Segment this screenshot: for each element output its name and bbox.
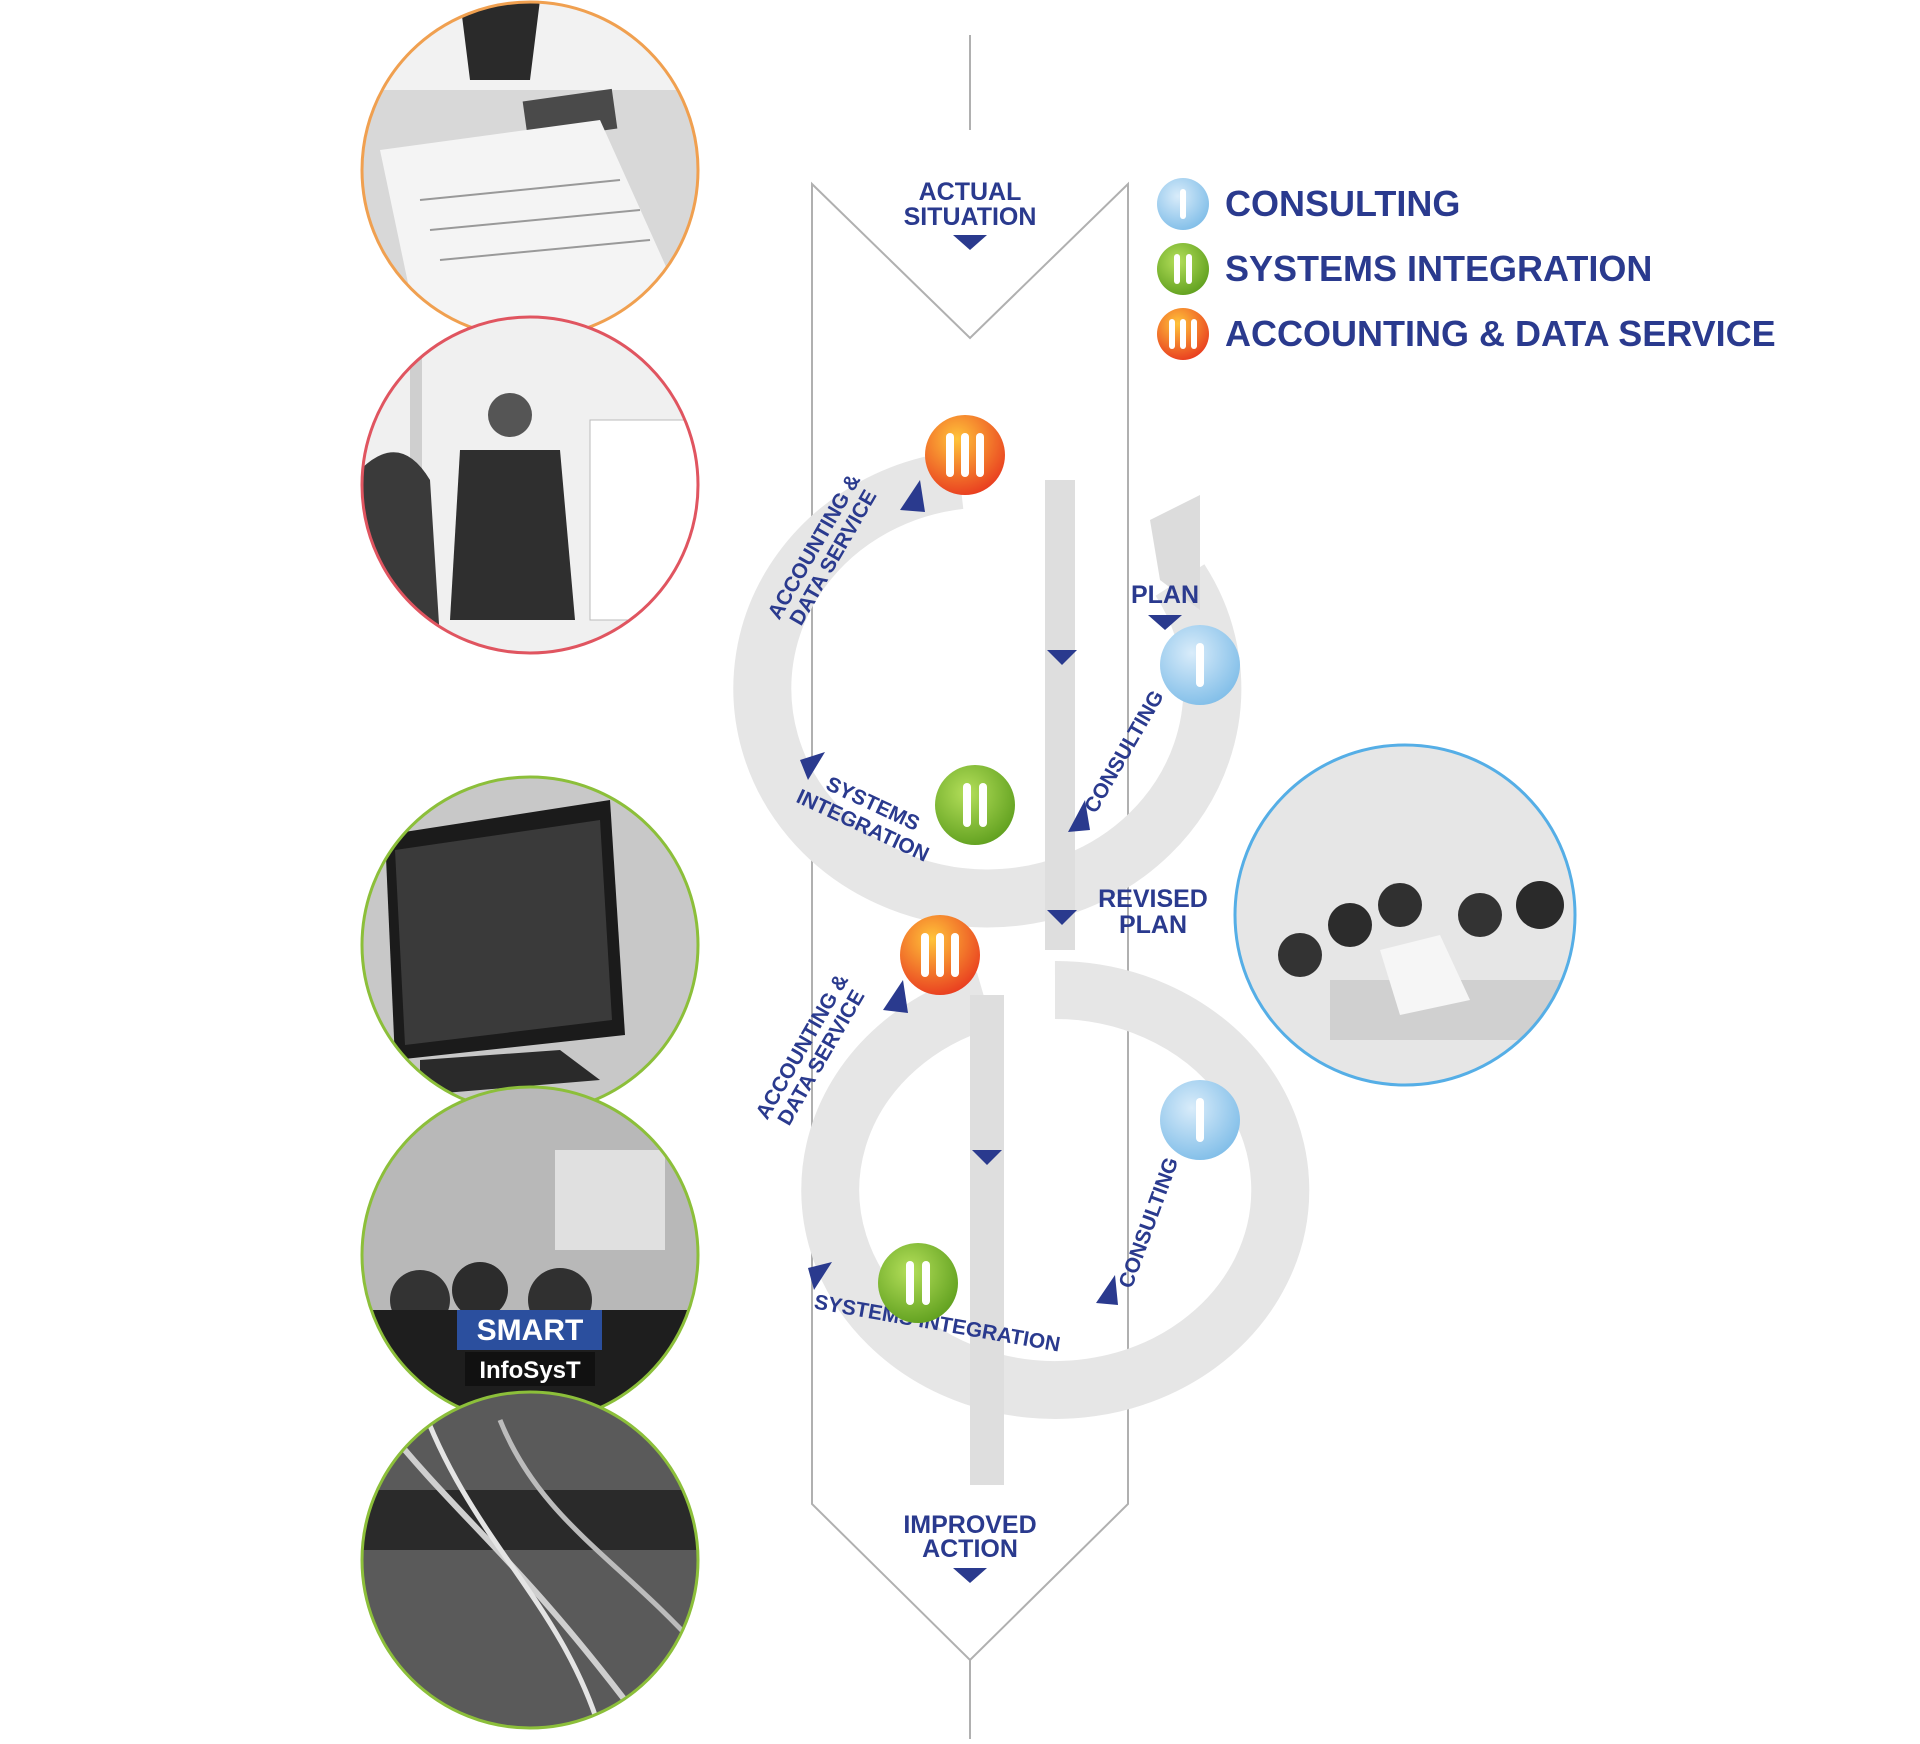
photo-network-cables xyxy=(360,1390,700,1730)
smart-logo-box xyxy=(457,1310,602,1350)
flow-frame xyxy=(811,181,1129,1662)
legend: CONSULTING SYSTEMS INTEGRATION ACCOUNTIN… xyxy=(1157,178,1776,360)
legend-item-consulting: CONSULTING xyxy=(1157,178,1460,230)
flow-arrow-icon-2 xyxy=(1047,910,1077,925)
ring-arrow-icon-systems-upper xyxy=(800,752,825,780)
legend-item-accounting: ACCOUNTING & DATA SERVICE xyxy=(1157,308,1776,360)
photo-accounting-desk xyxy=(360,0,700,340)
lower-ring xyxy=(801,961,1310,1419)
ring-arrow-icon-consulting-upper xyxy=(1068,800,1090,832)
revised-plan-line2: PLAN xyxy=(1119,911,1187,939)
revised-plan-line1: REVISED xyxy=(1098,885,1208,913)
photo-computer-screen xyxy=(360,775,700,1115)
legend-label-accounting: ACCOUNTING & DATA SERVICE xyxy=(1225,313,1776,354)
ring-arrow-icon-consulting-lower xyxy=(1096,1275,1118,1305)
ring-arrow-icon-accounting-upper xyxy=(900,480,925,512)
consulting-label-lower: CONSULTING xyxy=(1115,1154,1184,1291)
end-label-line2: ACTION xyxy=(922,1535,1018,1563)
legend-label-systems: SYSTEMS INTEGRATION xyxy=(1225,248,1652,289)
upper-descending-bar xyxy=(1045,480,1075,950)
upper-ring xyxy=(733,451,1242,928)
badge-i-upper xyxy=(1160,625,1240,705)
flow-arrow-icon-1 xyxy=(1047,650,1077,665)
upper-ring-arrowhead xyxy=(1150,495,1200,610)
start-label-line1: ACTUAL xyxy=(919,178,1022,206)
lower-cycle xyxy=(801,961,1310,1485)
legend-label-consulting: CONSULTING xyxy=(1225,183,1460,224)
badge-ii-upper xyxy=(935,765,1015,845)
smart-logo-line1: SMART xyxy=(477,1314,584,1347)
photo-team-meeting xyxy=(1233,743,1577,1087)
smart-logo-line2: InfoSysT xyxy=(479,1357,581,1384)
end-arrow-icon xyxy=(953,1568,987,1583)
flow-arrow-icon-3 xyxy=(972,1150,1002,1165)
badge-i-lower xyxy=(1160,1080,1240,1160)
plan-label: PLAN xyxy=(1131,581,1199,609)
lower-descending-bar xyxy=(970,995,1004,1485)
badge-ii-lower xyxy=(878,1243,958,1323)
badge-iii-upper xyxy=(925,415,1005,495)
ring-arrow-icon-accounting-lower xyxy=(883,980,908,1013)
legend-item-systems: SYSTEMS INTEGRATION xyxy=(1157,243,1652,295)
photo-presentation xyxy=(360,315,700,655)
photo-training-room: SMART InfoSysT xyxy=(360,1085,700,1425)
start-arrow-icon xyxy=(953,235,987,250)
photo-ring-green-3 xyxy=(360,1390,700,1730)
upper-cycle xyxy=(733,451,1242,950)
photo-ring-blue xyxy=(1233,743,1577,1087)
ring-arrow-icon-systems-lower xyxy=(808,1262,832,1290)
plan-arrow-icon xyxy=(1148,615,1182,630)
photo-ring-red xyxy=(360,315,700,655)
badge-iii-lower xyxy=(900,915,980,995)
start-label-line2: SITUATION xyxy=(904,203,1037,231)
consulting-lower-text: CONSULTING xyxy=(1115,1154,1184,1291)
end-label-line1: IMPROVED xyxy=(903,1511,1036,1539)
legend-badge-ii-icon xyxy=(1157,243,1209,295)
